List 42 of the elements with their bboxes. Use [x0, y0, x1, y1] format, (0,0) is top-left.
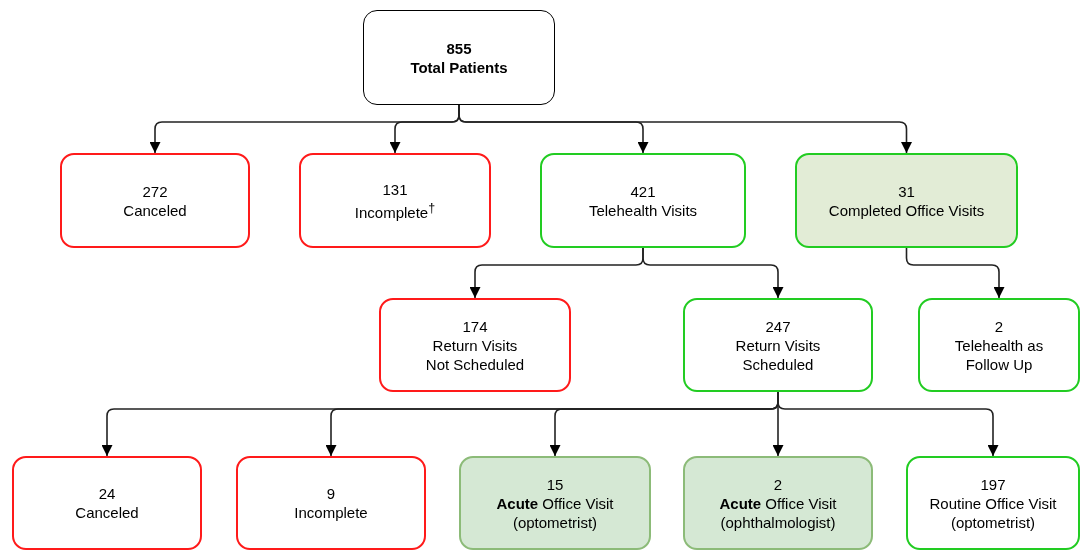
dropout-box [379, 298, 571, 392]
count-label: 247 [765, 316, 791, 336]
category-label: Acute Office Visit (ophthalmologist) [718, 493, 838, 532]
count-label: 9 [326, 484, 336, 503]
category-label: Incomplete$^{†}$ [354, 199, 436, 222]
category-label: Return Visits Not Scheduled [424, 335, 526, 374]
count-label: 421 [630, 181, 656, 201]
outcome-box [918, 298, 1080, 392]
count-label: 174 [462, 316, 488, 336]
count-label: 15 [546, 474, 564, 494]
category-label: Total Patients [410, 57, 508, 77]
category-label: Completed Office Visits [828, 200, 985, 220]
category-label: Acute Office Visit (optometrist) [495, 493, 615, 532]
arrow [905, 247, 1005, 299]
category-label: Incomplete [294, 503, 368, 522]
dropout-box [60, 153, 250, 248]
dropout-box [236, 456, 426, 550]
dropout-box [12, 456, 202, 550]
count-label: 197 [980, 474, 1006, 494]
outcome-box [683, 298, 873, 392]
count-label: 2 [994, 316, 1004, 336]
count-label: 24 [98, 484, 116, 503]
office-visit-box [795, 153, 1018, 248]
total-box [363, 10, 555, 105]
category-label: Canceled [123, 200, 187, 220]
category-label: Telehealth Visits [588, 200, 698, 220]
count-label: 2 [773, 474, 783, 494]
acute-visit-box [683, 456, 873, 550]
dropout-box [299, 153, 491, 248]
category-label: Routine Office Visit (optometrist) [928, 493, 1058, 532]
category-label: Telehealth as Follow Up [953, 335, 1045, 374]
category-label: Canceled [75, 503, 139, 522]
acute-visit-box [459, 456, 651, 550]
category-label: Return Visits Scheduled [734, 335, 822, 374]
count-label: 131 [382, 179, 408, 199]
count-label: 31 [898, 181, 915, 201]
arrow [642, 247, 784, 299]
outcome-box [906, 456, 1080, 550]
arrow [777, 391, 999, 457]
outcome-box [540, 153, 746, 248]
count-label: 272 [142, 181, 168, 201]
count-label: 855 [446, 38, 472, 58]
